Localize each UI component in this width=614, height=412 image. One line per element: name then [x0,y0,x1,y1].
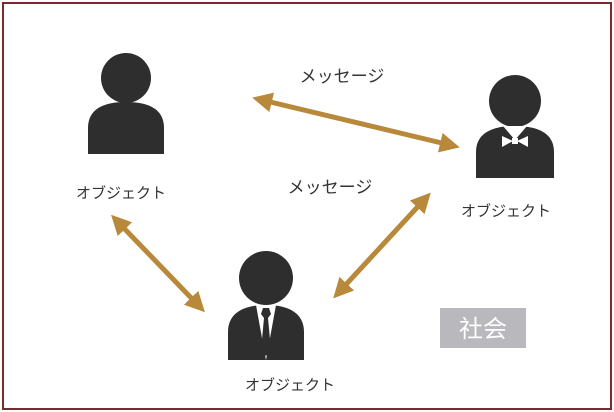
message-label-top: メッセージ [300,67,385,87]
message-label-middle: メッセージ [288,178,373,198]
message-arrow-top [252,92,460,153]
object-bottom: オブジェクト [228,251,335,394]
object-label: オブジェクト [245,376,335,394]
person-necktie-icon [228,251,304,360]
relation-arrow-left [111,214,205,313]
object-label: オブジェクト [461,202,551,220]
object-label: オブジェクト [76,184,166,202]
society-label: 社会 [459,315,507,343]
society-badge: 社会 [440,308,526,348]
necktie-icon [261,308,271,356]
message-arrow-middle [333,192,431,299]
bowtie-icon [502,136,528,147]
object-top-left: オブジェクト [76,53,166,202]
person-icon [88,53,164,154]
person-bowtie-icon [476,75,554,178]
object-right: オブジェクト [461,75,554,220]
